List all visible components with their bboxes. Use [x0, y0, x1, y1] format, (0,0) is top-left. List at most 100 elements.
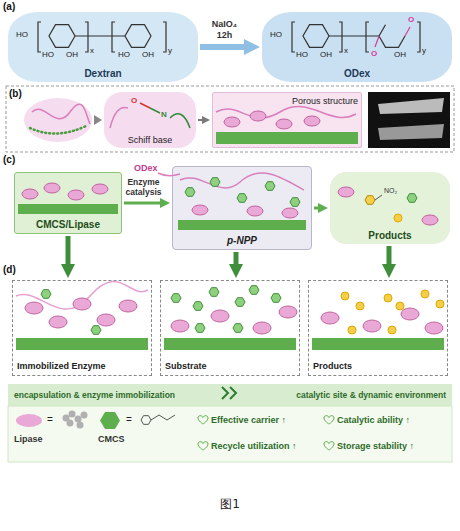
products-scene [401, 308, 419, 320]
porous-film [224, 117, 240, 127]
connector-arrow [387, 246, 392, 268]
cmcs-lipase-film [68, 190, 84, 200]
figure-caption: 图1 [220, 497, 240, 511]
products-scene [312, 338, 444, 350]
chem-group-holder: HO [16, 30, 28, 39]
products-scene [436, 300, 444, 308]
benefit-item-holder: Recycle utilization ↑ [211, 441, 297, 451]
atom-label: O [131, 96, 137, 105]
heart-icons [198, 416, 208, 424]
products-molecules [338, 187, 354, 197]
products-scene [425, 322, 443, 334]
aldehyde-oxygen: O [408, 15, 414, 24]
dextran-structure [163, 22, 166, 52]
connector-arrow [124, 202, 163, 205]
dextran-structure [125, 25, 151, 48]
lipase-icon [63, 411, 88, 429]
schiff-base-bond [110, 103, 190, 128]
hydrogel-blob [24, 98, 92, 142]
sem-image [378, 124, 444, 140]
edge-label: Enzyme catalysis [125, 178, 163, 198]
cmcs-lipase-film [22, 189, 38, 199]
products-scene [421, 290, 429, 298]
lipase-icon [77, 422, 84, 429]
substrate-scene [164, 286, 297, 350]
heart-icons [198, 442, 208, 450]
repeat-index: x [344, 46, 348, 55]
lipase-icon [75, 416, 82, 423]
aldehyde-oxygen-holder: O [408, 15, 414, 24]
node-text: ODex [344, 68, 370, 80]
products-scene [341, 292, 349, 300]
chem-group-holder: HO [42, 50, 54, 59]
panel-letter-holder: (c) [3, 154, 15, 166]
schiff-base-bond [170, 114, 190, 128]
panel-letter-holder: (b) [9, 88, 22, 100]
cmcs-lipase-box: CMCS/Lipase [14, 172, 122, 234]
substrate-scene [209, 288, 219, 297]
benefit-item-holder: Catalytic ability ↑ [337, 415, 410, 425]
substrate-scene [253, 322, 271, 334]
porous-film [216, 107, 356, 118]
products-scene [321, 312, 339, 324]
odex-structure [405, 27, 410, 36]
odex-structure [375, 36, 379, 47]
odex-structure [303, 25, 329, 48]
chem-group-holder: OH [394, 50, 406, 59]
band-chevrons [222, 387, 228, 399]
products-scene [363, 320, 381, 332]
sem-image [368, 92, 450, 148]
substrate-scene [233, 324, 243, 333]
pnpp-reactor [237, 194, 247, 203]
porous-film [216, 107, 358, 144]
connector-arrow [234, 252, 239, 268]
products-molecules [375, 195, 382, 200]
pnpp-reactor [185, 188, 195, 197]
products-scene [396, 302, 404, 310]
atom-label-holder: N [161, 110, 167, 119]
chem-group-holder: OH [66, 50, 78, 59]
benefit-item: Effective carrier ↑ [211, 415, 286, 425]
schiff-base-bond [110, 107, 128, 128]
pnpp-reactor [158, 173, 180, 176]
heart-icons [324, 416, 334, 424]
dextran-structure [85, 22, 88, 52]
products-molecules [422, 215, 438, 225]
products-scene [356, 302, 364, 310]
chem-group: HO [16, 30, 28, 39]
hydrogel-blob [94, 115, 102, 125]
node-text: encapsulation & enzyme immobilization [14, 391, 175, 401]
hydrogel-blob [30, 126, 86, 134]
products-scene [384, 294, 392, 302]
products-molecules [394, 214, 402, 222]
substrate-scene [171, 294, 181, 303]
cmcs-icon [141, 416, 151, 425]
lipase-icon [69, 411, 76, 418]
sem-image [378, 98, 444, 114]
repeat-index-holder: y [422, 46, 426, 55]
immobilized-enzyme-scene [91, 326, 101, 335]
immobilized-enzyme-panel: Immobilized Enzyme [12, 280, 152, 376]
caption-holder: 图1 [0, 494, 460, 513]
legend-swatch [16, 414, 42, 427]
substrate-scene [171, 286, 281, 333]
pnpp-reactor [180, 173, 304, 190]
immobilized-enzyme-scene [41, 290, 51, 299]
products-molecules [407, 194, 417, 203]
dextran-structure [38, 22, 166, 52]
cmcs-lipase-film [44, 183, 60, 193]
immobilized-enzyme-scene [97, 314, 115, 326]
atom-label: N [161, 110, 167, 119]
cmcs-lipase-film [18, 183, 118, 214]
repeat-index-holder: x [90, 46, 94, 55]
products-scene [388, 326, 396, 334]
odex-structure [329, 35, 379, 36]
substrate-scene [171, 320, 189, 332]
chem-group-holder: NO₂ [384, 187, 397, 195]
legend-text: Lipase [14, 434, 43, 444]
lipase-icon [67, 420, 74, 427]
repeat-index: x [90, 46, 94, 55]
substrate-scene [235, 298, 245, 307]
cmcs-icon [151, 415, 175, 420]
node-text: Products [368, 230, 411, 242]
